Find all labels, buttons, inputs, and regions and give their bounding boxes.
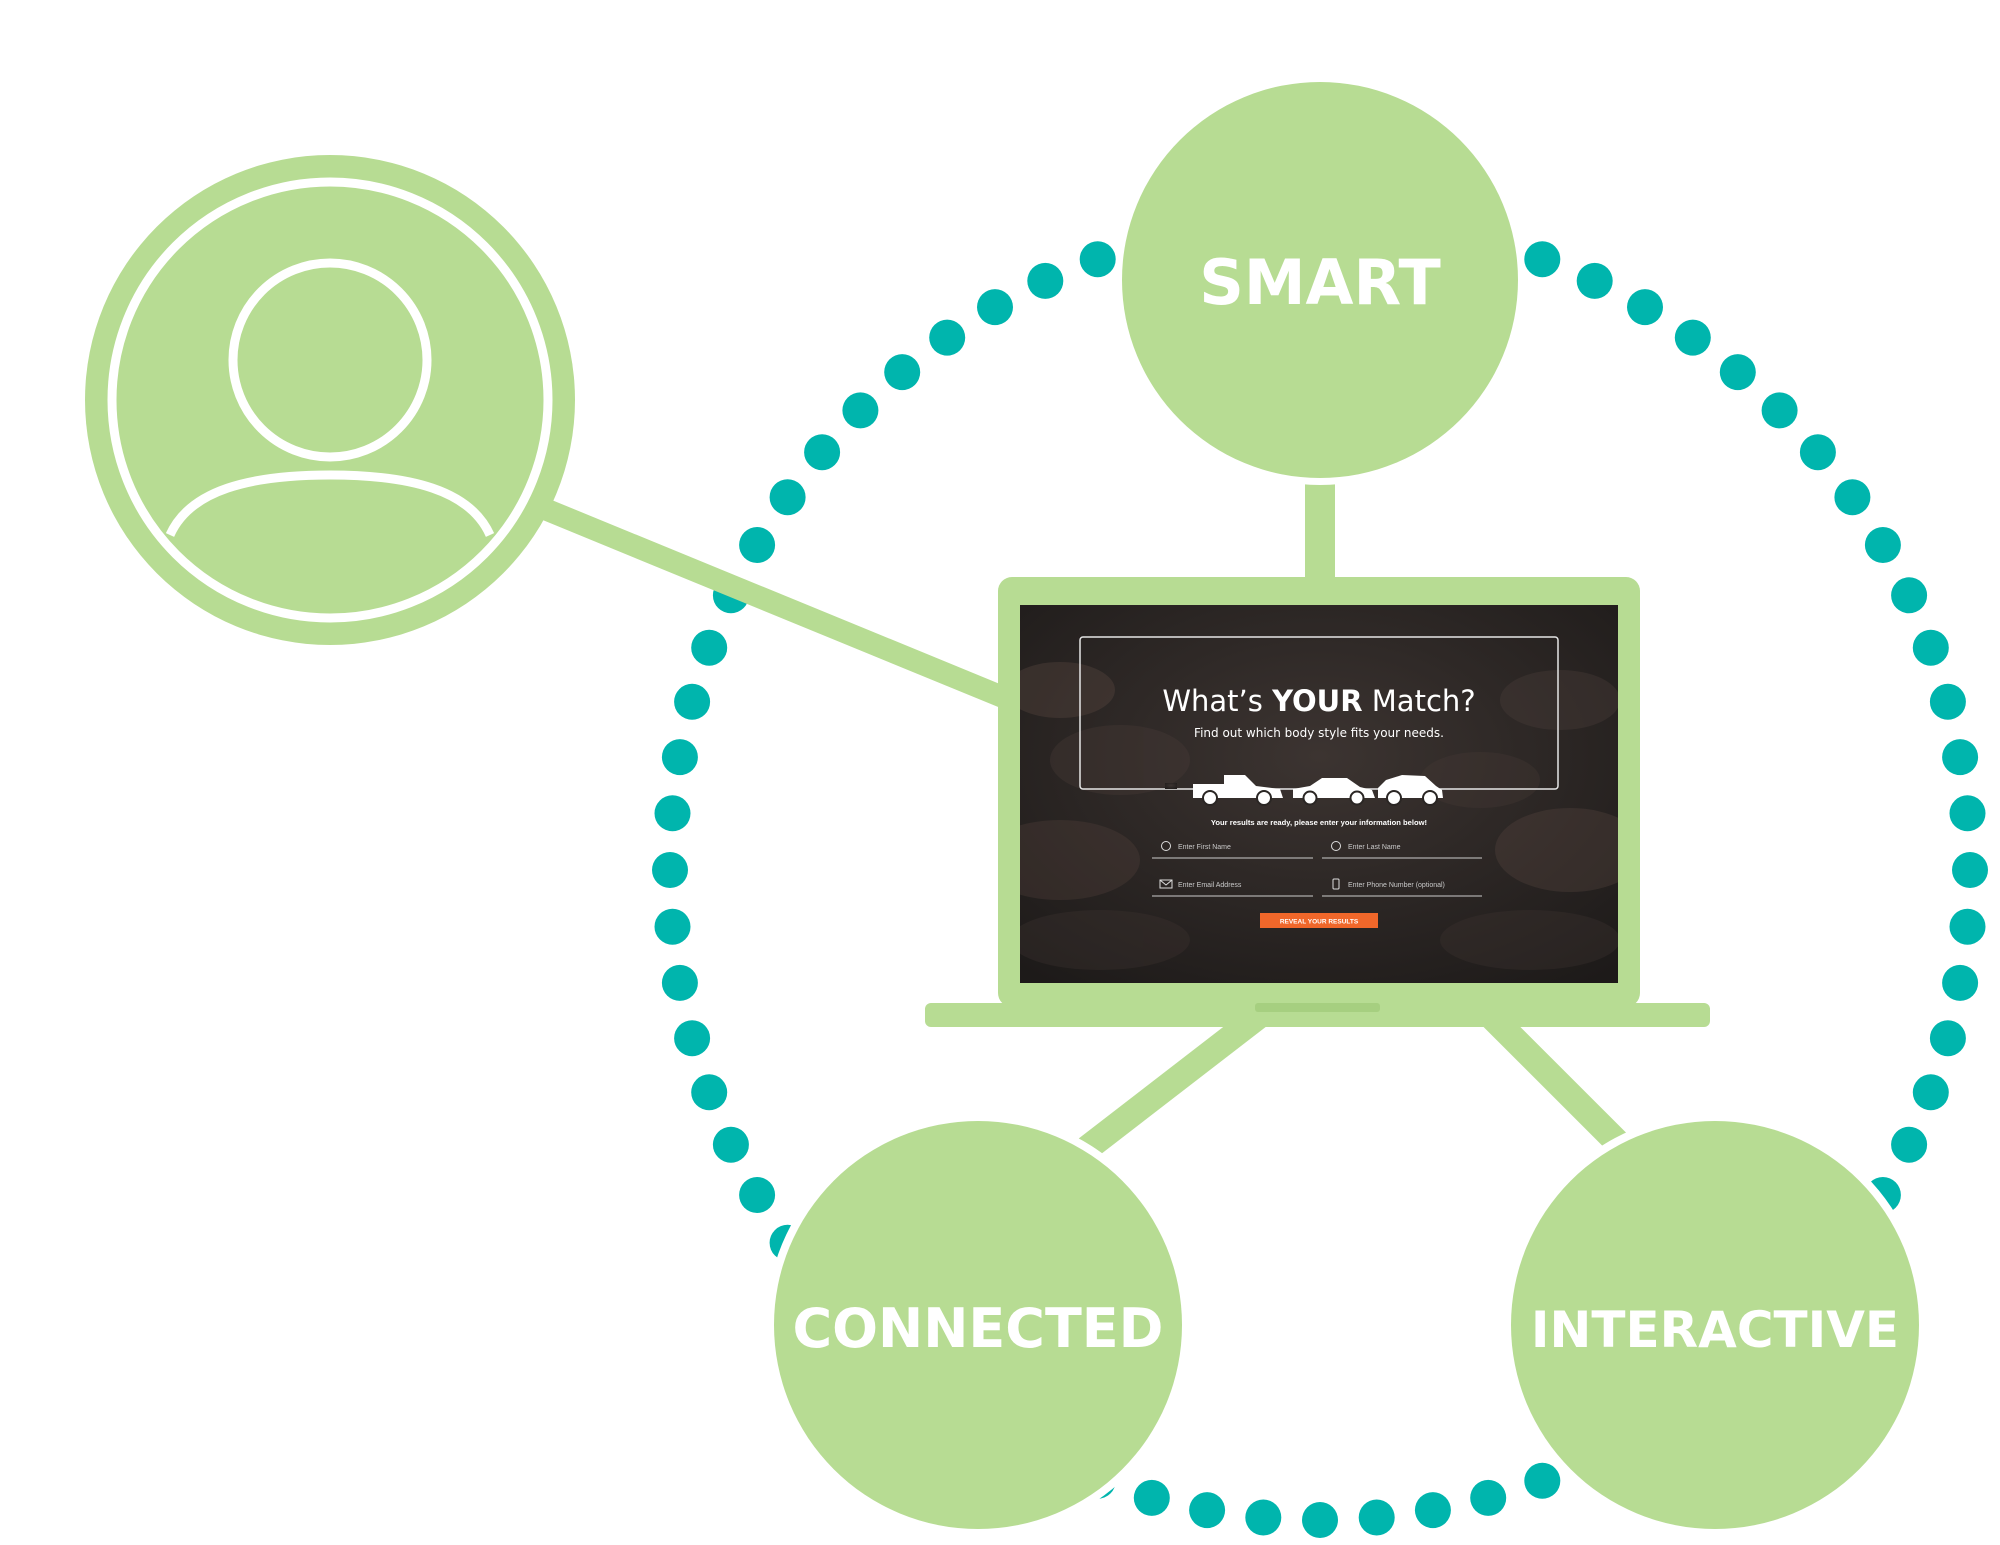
- orbit-dot: [739, 1177, 775, 1213]
- orbit-dot: [1930, 684, 1966, 720]
- connector-interactive-laptop: [1490, 1015, 1620, 1145]
- orbit-dot: [1720, 354, 1756, 390]
- laptop-trackpad-notch: [1255, 1003, 1380, 1012]
- laptop-screen: What’s YOUR Match? Find out which body s…: [980, 605, 1645, 983]
- orbit-dot: [1189, 1492, 1225, 1528]
- subheadline: Find out which body style fits your need…: [1194, 726, 1444, 740]
- orbit-dot: [1470, 1480, 1506, 1516]
- orbit-dot: [1245, 1500, 1281, 1536]
- orbit-dot: [1930, 1020, 1966, 1056]
- orbit-dot: [1950, 909, 1986, 945]
- email-placeholder: Enter Email Address: [1178, 882, 1242, 889]
- connector-user-laptop: [535, 505, 1010, 700]
- last-name-placeholder: Enter Last Name: [1348, 844, 1401, 851]
- orbit-dot: [1942, 739, 1978, 775]
- orbit-dot: [713, 1127, 749, 1163]
- orbit-dot: [1302, 1502, 1338, 1538]
- orbit-dot: [1800, 434, 1836, 470]
- orbit-dot: [1865, 527, 1901, 563]
- orbit-dot: [739, 527, 775, 563]
- connected-node: CONNECTED: [766, 1113, 1190, 1537]
- orbit-dot: [770, 479, 806, 515]
- first-name-placeholder: Enter First Name: [1178, 844, 1231, 851]
- orbit-dot: [1080, 241, 1116, 277]
- orbit-dot: [674, 1020, 710, 1056]
- orbit-dot: [1952, 852, 1988, 888]
- smart-label: SMART: [1199, 246, 1441, 319]
- laptop-icon: What’s YOUR Match? Find out which body s…: [925, 577, 1710, 1027]
- interactive-label: INTERACTIVE: [1531, 1301, 1899, 1359]
- reveal-results-label: REVEAL YOUR RESULTS: [1280, 919, 1359, 926]
- reveal-results-button[interactable]: REVEAL YOUR RESULTS: [1260, 913, 1378, 928]
- orbit-dot: [842, 392, 878, 428]
- orbit-dot: [1027, 263, 1063, 299]
- orbit-dot: [1627, 289, 1663, 325]
- orbit-dot: [1950, 795, 1986, 831]
- orbit-dot: [804, 434, 840, 470]
- orbit-dot: [1834, 479, 1870, 515]
- orbit-dot: [1524, 1463, 1560, 1499]
- orbit-dot: [655, 795, 691, 831]
- orbit-dot: [662, 739, 698, 775]
- orbit-dot: [652, 852, 688, 888]
- smart-node: SMART: [1115, 75, 1525, 485]
- user-node: [85, 155, 575, 645]
- orbit-dot: [1577, 263, 1613, 299]
- connected-label: CONNECTED: [793, 1297, 1164, 1360]
- orbit-dot: [655, 909, 691, 945]
- orbit-dot: [691, 1074, 727, 1110]
- results-message: Your results are ready, please enter you…: [1211, 818, 1427, 827]
- orbit-dot: [691, 630, 727, 666]
- orbit-dot: [884, 354, 920, 390]
- orbit-dot: [1942, 965, 1978, 1001]
- headline: What’s YOUR Match?: [1162, 684, 1475, 718]
- phone-placeholder: Enter Phone Number (optional): [1348, 882, 1445, 889]
- orbit-dot: [1524, 241, 1560, 277]
- orbit-dot: [1891, 1127, 1927, 1163]
- connector-connected-laptop: [1085, 1015, 1260, 1150]
- orbit-dot: [929, 320, 965, 356]
- orbit-dot: [1913, 630, 1949, 666]
- orbit-dot: [674, 684, 710, 720]
- orbit-dot: [1891, 577, 1927, 613]
- orbit-dot: [1415, 1492, 1451, 1528]
- orbit-dot: [1913, 1074, 1949, 1110]
- orbit-dot: [1359, 1500, 1395, 1536]
- orbit-dot: [977, 289, 1013, 325]
- interactive-node: INTERACTIVE: [1503, 1113, 1927, 1537]
- orbit-dot: [1675, 320, 1711, 356]
- orbit-dot: [1134, 1480, 1170, 1516]
- orbit-dot: [662, 965, 698, 1001]
- orbit-dot: [1762, 392, 1798, 428]
